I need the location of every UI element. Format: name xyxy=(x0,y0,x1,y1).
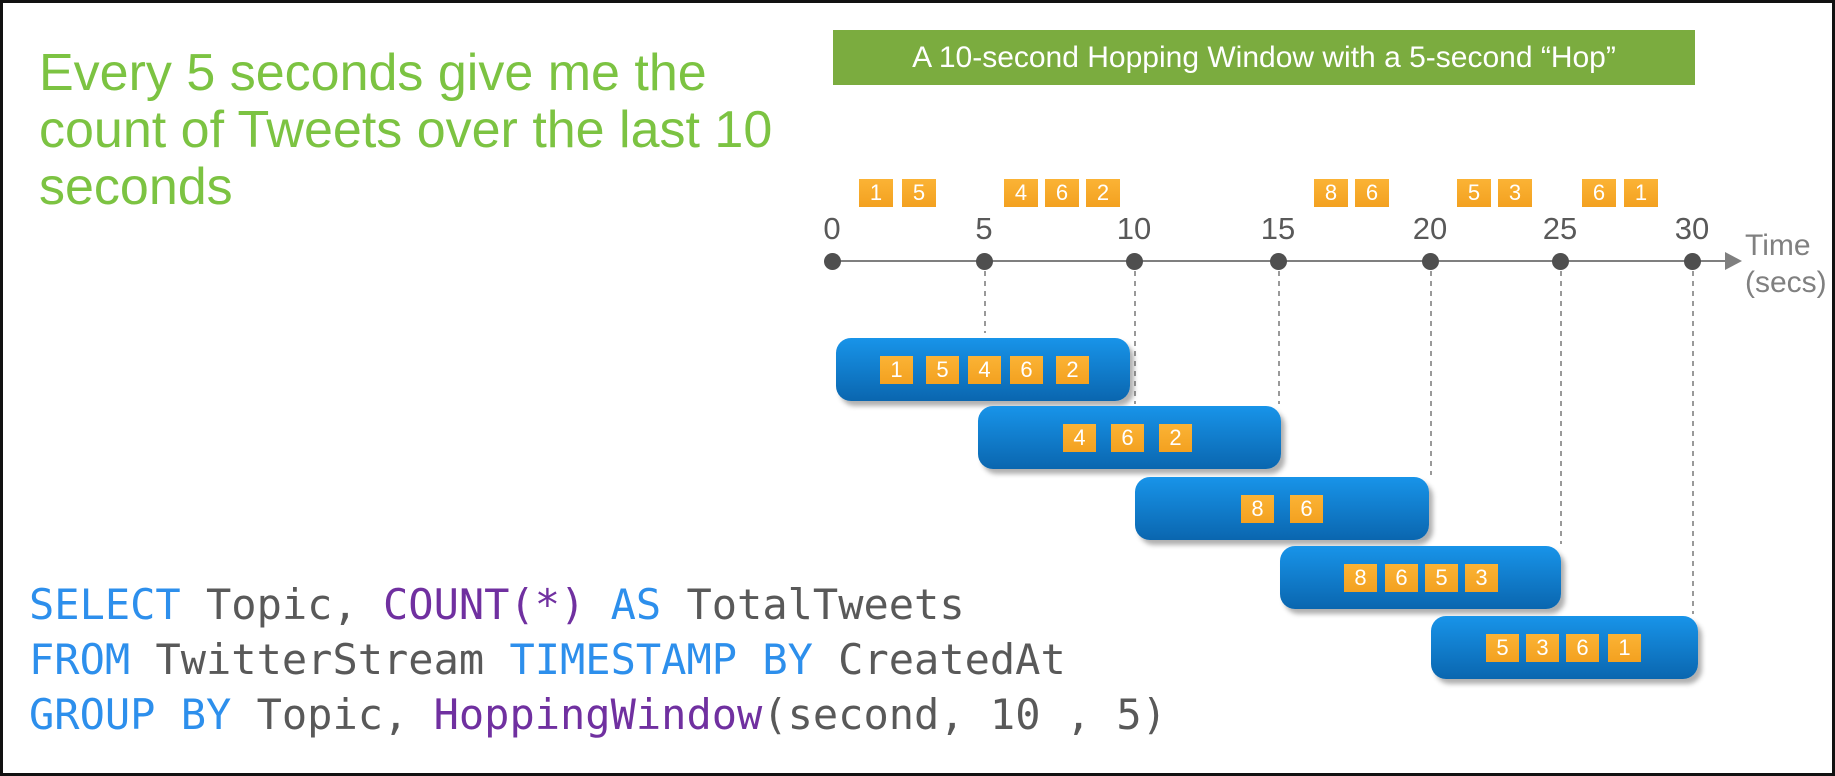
sql-token: COUNT(*) xyxy=(383,580,586,629)
timeline-dot xyxy=(1270,253,1287,270)
sql-line: GROUP BY Topic, HoppingWindow(second, 10… xyxy=(29,687,1167,742)
timeline-dot xyxy=(1126,253,1143,270)
window-event-box: 3 xyxy=(1465,564,1498,592)
timeline-dot xyxy=(1422,253,1439,270)
window-event-box: 3 xyxy=(1526,634,1559,662)
window-event-box: 6 xyxy=(1566,634,1599,662)
dashed-connector xyxy=(1278,271,1280,404)
sql-token: (second, 10 , 5) xyxy=(762,690,1167,739)
sql-token: CreatedAt xyxy=(812,635,1066,684)
sql-token: Topic, xyxy=(231,690,434,739)
dashed-connector xyxy=(1560,271,1562,544)
event-box: 6 xyxy=(1045,179,1079,207)
timeline-dot xyxy=(1552,253,1569,270)
window-event-box: 6 xyxy=(1111,424,1144,452)
sql-line: FROM TwitterStream TIMESTAMP BY CreatedA… xyxy=(29,632,1167,687)
tick-label: 5 xyxy=(975,211,993,246)
sql-line: SELECT Topic, COUNT(*) AS TotalTweets xyxy=(29,577,1167,632)
window-event-box: 5 xyxy=(1486,634,1519,662)
banner-label: A 10-second Hopping Window with a 5-seco… xyxy=(912,40,1616,74)
window-event-box: 4 xyxy=(968,356,1001,384)
window-event-box: 2 xyxy=(1159,424,1192,452)
sql-token: AS xyxy=(610,580,662,629)
event-box: 1 xyxy=(859,179,893,207)
tick-label: 10 xyxy=(1116,211,1152,246)
window-event-box: 8 xyxy=(1241,495,1274,523)
tick-label: 15 xyxy=(1260,211,1296,246)
window-event-box: 8 xyxy=(1344,564,1377,592)
event-box: 2 xyxy=(1086,179,1120,207)
event-box: 6 xyxy=(1582,179,1616,207)
timeline-arrow-icon xyxy=(1725,252,1742,270)
sql-token: FROM xyxy=(29,635,131,684)
headline-line: Every 5 seconds give me the xyxy=(39,44,707,102)
event-box: 6 xyxy=(1355,179,1389,207)
sql-token: TotalTweets xyxy=(661,580,965,629)
headline-line: count of Tweets over the last 10 xyxy=(39,101,773,159)
event-box: 1 xyxy=(1624,179,1658,207)
timeline-dot xyxy=(976,253,993,270)
dashed-connector xyxy=(1134,271,1136,404)
tick-label: 30 xyxy=(1674,211,1710,246)
headline-line: seconds xyxy=(39,158,233,216)
window-event-box: 6 xyxy=(1290,495,1323,523)
window-event-box: 6 xyxy=(1010,356,1043,384)
sql-token: HoppingWindow xyxy=(433,690,763,739)
sql-token: TIMESTAMP BY xyxy=(509,635,813,684)
sql-token: SELECT xyxy=(29,580,181,629)
dashed-connector xyxy=(1692,271,1694,614)
sql-token xyxy=(585,580,610,629)
window-event-box: 1 xyxy=(1608,634,1641,662)
event-box: 4 xyxy=(1004,179,1038,207)
sql-token: TwitterStream xyxy=(130,635,510,684)
tick-label: 20 xyxy=(1412,211,1448,246)
window-event-box: 2 xyxy=(1056,356,1089,384)
window-event-box: 1 xyxy=(880,356,913,384)
banner: A 10-second Hopping Window with a 5-seco… xyxy=(833,30,1695,85)
sql-token: GROUP BY xyxy=(29,690,232,739)
window-event-box: 4 xyxy=(1063,424,1096,452)
sql-token: Topic, xyxy=(180,580,384,629)
tick-label: 0 xyxy=(823,211,841,246)
window-event-box: 5 xyxy=(1425,564,1458,592)
event-box: 5 xyxy=(902,179,936,207)
timeline-dot xyxy=(1684,253,1701,270)
window-event-box: 5 xyxy=(926,356,959,384)
event-box: 3 xyxy=(1498,179,1532,207)
dashed-connector xyxy=(984,271,986,333)
event-box: 8 xyxy=(1314,179,1348,207)
window-event-box: 6 xyxy=(1385,564,1418,592)
tick-label: 25 xyxy=(1542,211,1578,246)
timeline-dot xyxy=(824,253,841,270)
time-axis-label: Time xyxy=(1745,229,1811,262)
event-box: 5 xyxy=(1457,179,1491,207)
time-axis-unit-label: (secs) xyxy=(1745,266,1827,299)
dashed-connector xyxy=(1430,271,1432,475)
